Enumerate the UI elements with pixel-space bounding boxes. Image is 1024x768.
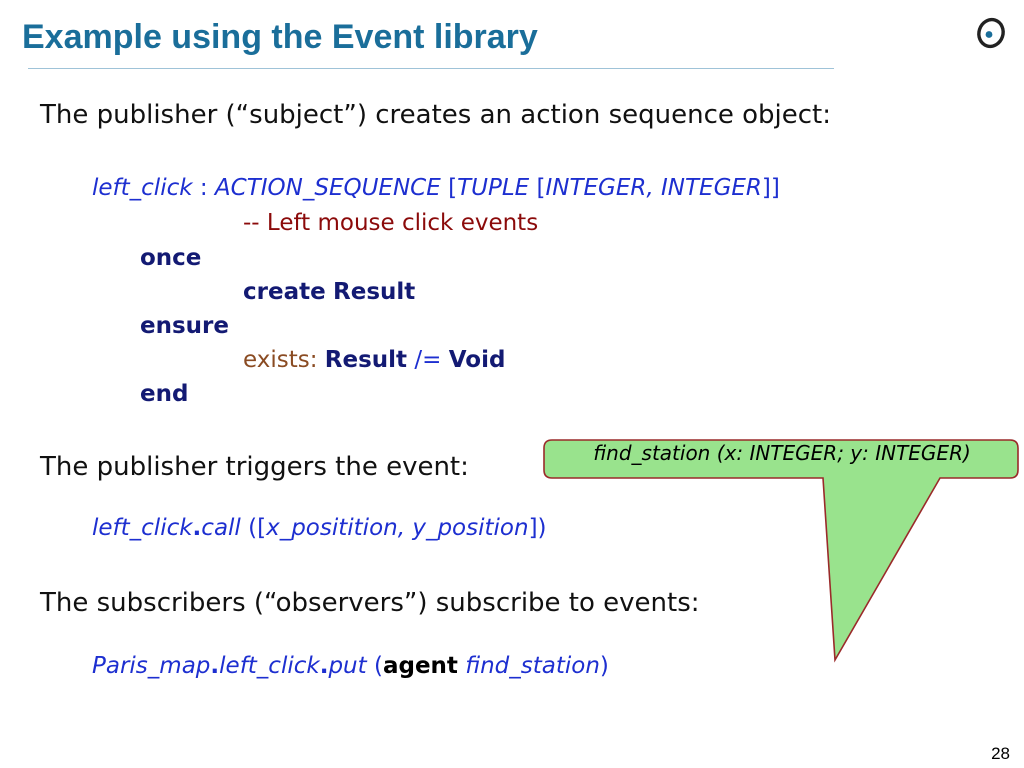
decl-name: left_click <box>92 175 193 201</box>
call-object: left_click <box>92 515 193 541</box>
keyword-agent: agent <box>382 653 458 679</box>
trigger-intro: The publisher triggers the event: <box>40 452 469 482</box>
call-dot: . <box>192 515 202 541</box>
subscribe-dot1: . <box>210 653 220 679</box>
decl-close: ]] <box>761 175 780 201</box>
decl-colon: : <box>192 175 215 201</box>
keyword-void: Void <box>448 347 506 373</box>
subscribe-close: ) <box>599 653 609 679</box>
keyword-ensure: ensure <box>140 313 229 339</box>
decl-open2: [ <box>529 175 546 201</box>
call-arg1: x_positition <box>266 515 398 541</box>
exists-label: exists: <box>243 347 318 373</box>
subscribers-intro: The subscribers (“observers”) subscribe … <box>40 588 700 618</box>
logo-icon <box>977 17 1005 49</box>
postcondition-line: exists: Result /= Void <box>243 349 505 372</box>
subscribe-feature2: put <box>328 653 367 679</box>
subscribe-feature1: left_click <box>219 653 320 679</box>
subscribe-open: ( <box>366 653 383 679</box>
call-close: ]) <box>528 515 547 541</box>
decl-int1: INTEGER <box>545 175 647 201</box>
callout-shape <box>543 439 1019 663</box>
keyword-create: create <box>243 279 326 305</box>
keyword-once: once <box>140 245 202 271</box>
decl-int2: INTEGER <box>661 175 762 201</box>
decl-tuple: TUPLE <box>457 175 530 201</box>
decl-comma: , <box>646 175 661 201</box>
title-divider <box>28 68 834 69</box>
callout-text: find_station (x: INTEGER; y: INTEGER) <box>593 441 971 465</box>
keyword-end: end <box>140 381 189 407</box>
create-line: create Result <box>243 281 415 304</box>
call-line: left_click.call ([x_positition, y_positi… <box>92 517 547 540</box>
neq-operator: /= <box>414 347 442 373</box>
slide-title: Example using the Event library <box>22 18 538 56</box>
keyword-result: Result <box>324 347 408 373</box>
keyword-result: Result <box>333 279 416 305</box>
call-arg2: y_position <box>412 515 529 541</box>
publisher-intro: The publisher (“subject”) creates an act… <box>40 100 832 130</box>
subscribe-line: Paris_map.left_click.put (agent find_sta… <box>92 655 609 678</box>
comment-line: -- Left mouse click events <box>243 210 539 236</box>
decl-type: ACTION_SEQUENCE <box>214 175 441 201</box>
page-number: 28 <box>991 744 1010 763</box>
subscribe-dot2: . <box>319 653 329 679</box>
declaration-line: left_click : ACTION_SEQUENCE [TUPLE [INT… <box>92 177 780 200</box>
decl-open: [ <box>440 175 458 201</box>
call-open: ([ <box>240 515 267 541</box>
call-comma: , <box>397 515 413 541</box>
subscribe-object: Paris_map <box>92 653 211 679</box>
subscribe-target: find_station <box>465 653 600 679</box>
call-feature: call <box>201 515 241 541</box>
